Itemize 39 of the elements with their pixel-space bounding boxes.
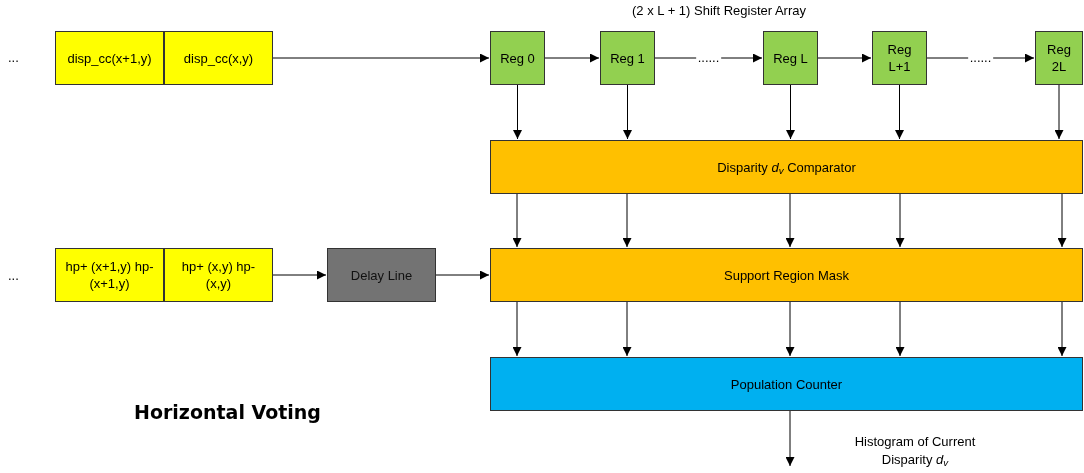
buffer-cell: disp_cc(x,y) (164, 31, 273, 85)
arrow (785, 410, 795, 467)
arrow (1057, 193, 1067, 248)
counter-block: Population Counter (490, 357, 1083, 411)
arrow (544, 53, 600, 63)
arrow (895, 84, 904, 140)
output-label: Histogram of Current Disparity d$_{v}$ (853, 433, 977, 469)
register-box: Reg L (763, 31, 818, 85)
register-box: Reg 2L (1035, 31, 1083, 85)
ellipsis-text: ... (8, 49, 19, 67)
arrow (435, 270, 490, 280)
diagram-title: Horizontal Voting (134, 400, 321, 425)
register-box: Reg 0 (490, 31, 545, 85)
buffer-cell: disp_cc(x+1,y) (55, 31, 164, 85)
arrow (272, 270, 327, 280)
arrow (272, 53, 490, 63)
mask-block: Support Region Mask (490, 248, 1083, 302)
arrow (512, 193, 522, 248)
arrow (895, 193, 905, 248)
arrow (512, 301, 522, 357)
arrow (817, 53, 872, 63)
register-box: Reg 1 (600, 31, 655, 85)
array-caption: (2 x L + 1) Shift Register Array (632, 2, 806, 20)
arrow (785, 193, 795, 248)
register-box: Reg L+1 (872, 31, 927, 85)
buffer-cell: hp+ (x,y) hp- (x,y) (164, 248, 273, 302)
arrow (513, 84, 522, 140)
delay-line-block: Delay Line (327, 248, 436, 302)
buffer-cell: hp+ (x+1,y) hp- (x+1,y) (55, 248, 164, 302)
arrow (786, 84, 795, 140)
arrow (623, 84, 632, 140)
comparator-block: Disparity d$_{v}$ Comparator (490, 140, 1083, 194)
arrow (1054, 84, 1064, 140)
arrow (1057, 301, 1067, 357)
arrow (622, 301, 632, 357)
arrow (895, 301, 905, 357)
arrow (622, 193, 632, 248)
ellipsis-text: ... (8, 267, 19, 285)
arrow (785, 301, 795, 357)
